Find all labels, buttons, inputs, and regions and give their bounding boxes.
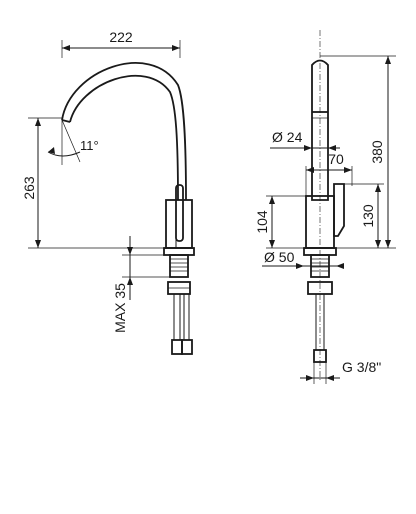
angle-label: 11° (80, 138, 99, 153)
hose-fitting-left (171, 339, 183, 355)
dim-thread-label: G 3/8" (342, 359, 381, 375)
side-view: 222 263 11° MAX 35 (21, 29, 195, 355)
dim-max35-label: MAX 35 (112, 283, 128, 333)
angle-arc (47, 151, 81, 157)
front-view: 380 Ø 24 70 130 104 Ø 50 (254, 30, 396, 384)
dim-24-label: Ø 24 (272, 129, 303, 145)
threaded-shank (169, 254, 189, 278)
supply-hose-left (173, 294, 181, 340)
dim-263-label: 263 (21, 176, 37, 200)
dim-104-label: 104 (254, 210, 270, 234)
spout-column (311, 59, 329, 201)
base-ring (163, 247, 195, 256)
supply-hose-front (315, 294, 325, 350)
hose-fitting-right (181, 339, 193, 355)
dim-130-label: 130 (360, 204, 376, 228)
dim-50-label: Ø 50 (264, 249, 295, 265)
dim-70-label: 70 (328, 151, 344, 167)
dim-380-label: 380 (369, 140, 385, 164)
handle-lever (175, 184, 184, 242)
dim-222-label: 222 (109, 29, 133, 45)
side-lever (333, 183, 345, 237)
spout-tip (61, 119, 71, 123)
supply-hose-right (183, 294, 190, 340)
spout-outer (61, 62, 187, 201)
spout-inner (69, 74, 179, 201)
